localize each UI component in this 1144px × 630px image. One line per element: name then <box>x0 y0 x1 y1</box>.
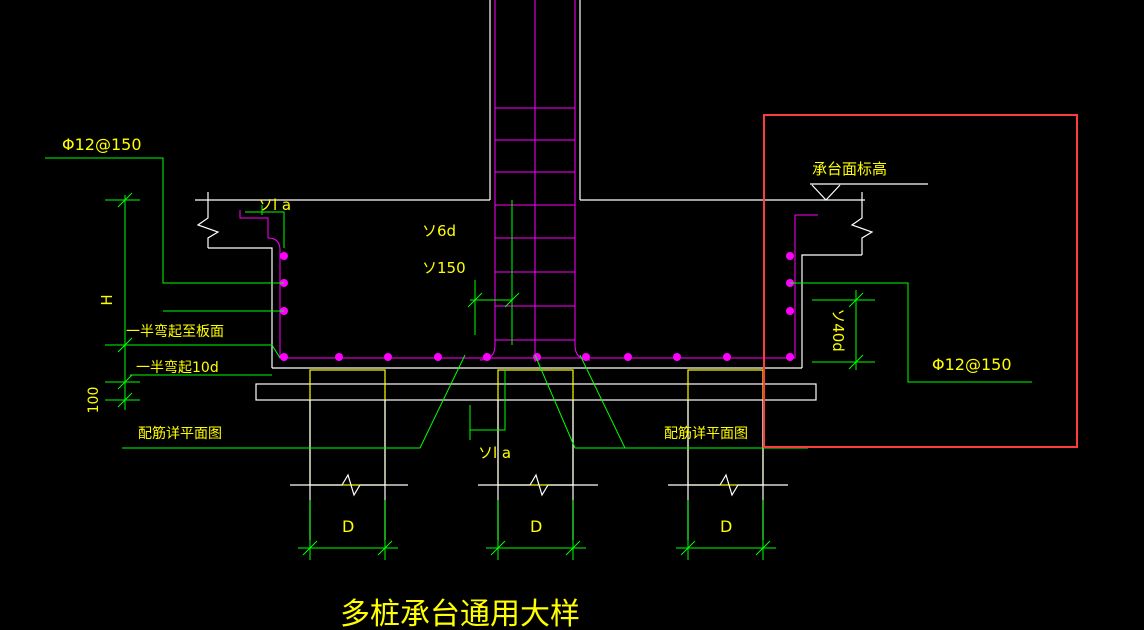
column-rebar <box>479 0 591 362</box>
150-label: ソ150 <box>422 259 466 277</box>
dim-40d-label: ソ40d <box>829 308 847 352</box>
bend-to-slab-label: 一半弯起至板面 <box>126 323 224 340</box>
height-label: H <box>98 294 116 305</box>
plan-ref-left-label: 配筋详平面图 <box>138 425 222 442</box>
labels: Φ12@150 Φ12@150 承台面标高 ソl a ソ6d ソ150 H 一半… <box>62 135 1012 630</box>
pile-diameter-label-1: D <box>342 517 354 536</box>
concrete-outline <box>195 0 874 401</box>
cap-elevation-label: 承台面标高 <box>812 160 887 178</box>
plan-ref-right-label: 配筋详平面图 <box>664 425 748 442</box>
rebar-label-right: Φ12@150 <box>932 355 1012 374</box>
la-bottom-label: ソl a <box>478 444 511 462</box>
6d-label: ソ6d <box>422 222 456 240</box>
piles <box>290 369 788 540</box>
drawing-title: 多桩承台通用大样 <box>340 597 580 630</box>
pile-diameter-label-3: D <box>720 517 732 536</box>
highlight-box <box>763 114 1078 448</box>
rebar-label-top-left: Φ12@150 <box>62 135 142 154</box>
dim-100-label: 100 <box>86 387 102 414</box>
bend-10d-label: 一半弯起10d <box>136 359 219 376</box>
la-top-label: ソl a <box>258 196 291 214</box>
cap-rebar <box>239 210 818 361</box>
pile-diameter-label-2: D <box>530 517 542 536</box>
